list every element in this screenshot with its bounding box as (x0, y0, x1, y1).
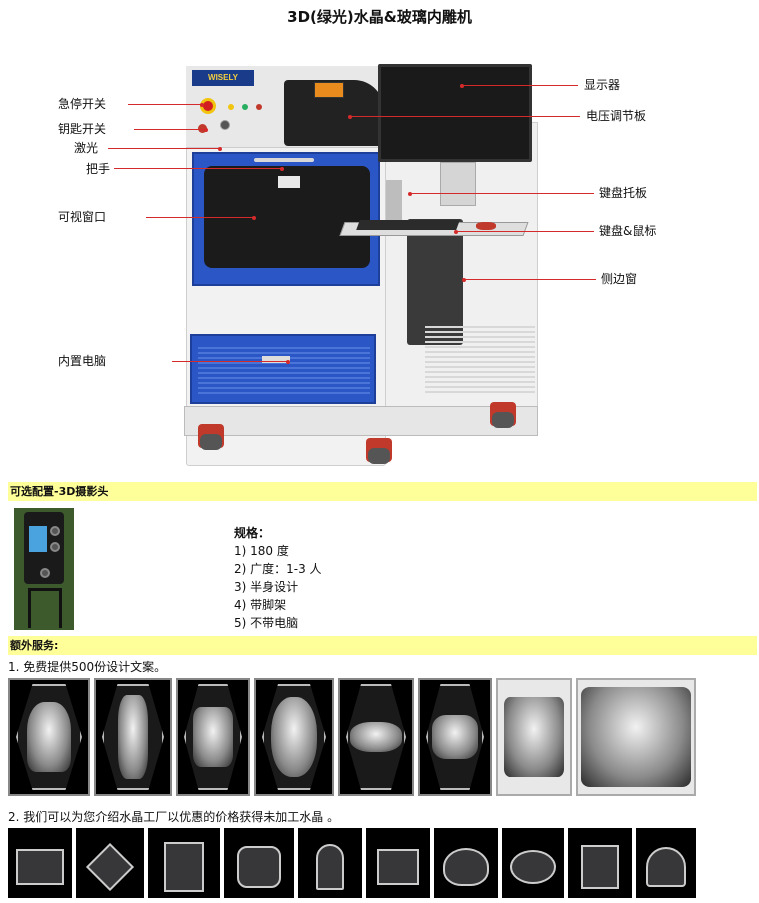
leader-line (146, 217, 254, 218)
leader-dot (286, 359, 290, 364)
optional-camera-heading: 可选配置-3D摄影头 (8, 482, 757, 501)
mouse-icon (476, 222, 496, 230)
camera-body (24, 512, 64, 584)
key-switch-icon (220, 120, 230, 130)
warning-label (314, 82, 344, 98)
leader-dot (454, 229, 458, 234)
built-in-pc-panel (190, 334, 376, 404)
design-sample-image (338, 678, 414, 796)
blank-crystal-row (8, 828, 696, 898)
callout-laser: 激光 (74, 141, 99, 155)
machine-base (184, 406, 538, 436)
brand-logo: WISELY (192, 70, 254, 86)
design-sample-image (94, 678, 172, 796)
indicator-lamp-green (242, 104, 248, 110)
page-title: 3D(绿光)水晶&玻璃内雕机 (287, 8, 472, 26)
caster-wheel-icon (366, 438, 392, 464)
leader-line (108, 148, 220, 149)
side-vent (425, 323, 535, 393)
design-sample-image (418, 678, 492, 796)
design-sample-image (176, 678, 250, 796)
monitor (378, 64, 532, 162)
handle-bar (254, 158, 314, 162)
blank-crystal-image (298, 828, 362, 898)
tripod-icon (28, 588, 62, 628)
laser-button-icon (198, 124, 207, 133)
leader-dot (218, 146, 222, 151)
camera-specs: 规格： 1) 180 度 2) 广度：1-3 人 3) 半身设计 4) 带脚架 … (234, 524, 322, 632)
service-note-crystal-factory: 2. 我们可以为您介绍水晶工厂以优惠的价格获得未加工水晶 。 (8, 810, 340, 824)
blank-crystal-image (148, 828, 220, 898)
callout-emergency-stop: 急停开关 (58, 97, 107, 111)
keyboard-icon (356, 220, 460, 230)
leader-dot (204, 127, 208, 132)
laser-engraving-machine-illustration: WISELY (180, 52, 540, 472)
design-samples-row (8, 678, 696, 796)
leader-line (462, 85, 578, 86)
leader-line (410, 193, 594, 194)
indicator-lamp-red (256, 104, 262, 110)
spec-item: 3) 半身设计 (234, 580, 299, 594)
leader-dot (462, 277, 466, 282)
callout-keyboard-tray: 键盘托板 (599, 186, 648, 200)
camera-lens-icon (50, 526, 60, 536)
caster-wheel-icon (198, 424, 224, 450)
blank-crystal-image (568, 828, 632, 898)
leader-line (134, 129, 206, 130)
camera-lens-icon (40, 568, 50, 578)
leader-line (172, 361, 288, 362)
leader-dot (460, 83, 464, 88)
extra-service-heading: 额外服务: (8, 636, 757, 655)
keyboard-bracket (386, 180, 402, 224)
leader-dot (408, 191, 412, 196)
leader-dot (200, 102, 204, 107)
pc-slot (262, 356, 290, 363)
blank-crystal-image (224, 828, 294, 898)
leader-line (128, 104, 202, 105)
callout-viewing-window: 可视窗口 (58, 210, 107, 224)
blank-crystal-image (76, 828, 144, 898)
blank-crystal-image (366, 828, 430, 898)
design-sample-image (8, 678, 90, 796)
viewing-window-frame (192, 152, 380, 286)
callout-monitor: 显示器 (584, 78, 621, 92)
callout-side-window: 侧边窗 (601, 272, 638, 286)
indicator-lamp-yellow (228, 104, 234, 110)
callout-handle: 把手 (86, 162, 111, 176)
callout-voltage-board: 电压调节板 (586, 109, 647, 123)
spec-title: 规格： (234, 526, 271, 540)
spec-item: 4) 带脚架 (234, 598, 287, 612)
camera-lens-icon (50, 542, 60, 552)
spec-item: 2) 广度：1-3 人 (234, 562, 322, 576)
pc-vent (198, 344, 370, 394)
camera-screen (29, 526, 47, 552)
callout-built-in-pc: 内置电脑 (58, 354, 107, 368)
caster-wheel-icon (490, 402, 516, 428)
leader-line (114, 168, 282, 169)
window-warning-sticker (278, 176, 300, 188)
blank-crystal-image (8, 828, 72, 898)
leader-dot (280, 166, 284, 171)
blank-crystal-image (636, 828, 696, 898)
leader-dot (252, 215, 256, 220)
design-sample-image (576, 678, 696, 796)
leader-line (456, 231, 594, 232)
blank-crystal-image (502, 828, 564, 898)
leader-dot (348, 114, 352, 119)
leader-line (464, 279, 596, 280)
leader-line (350, 116, 580, 117)
spec-item: 1) 180 度 (234, 544, 289, 558)
monitor-stand (440, 162, 476, 206)
blank-crystal-image (434, 828, 498, 898)
spec-item: 5) 不带电脑 (234, 616, 299, 630)
callout-keyboard-mouse: 键盘&鼠标 (599, 224, 657, 238)
service-note-designs: 1. 免费提供500份设计文案。 (8, 660, 167, 674)
design-sample-image (254, 678, 334, 796)
3d-camera-photo (14, 508, 74, 630)
design-sample-image (496, 678, 572, 796)
callout-key-switch: 钥匙开关 (58, 122, 107, 136)
